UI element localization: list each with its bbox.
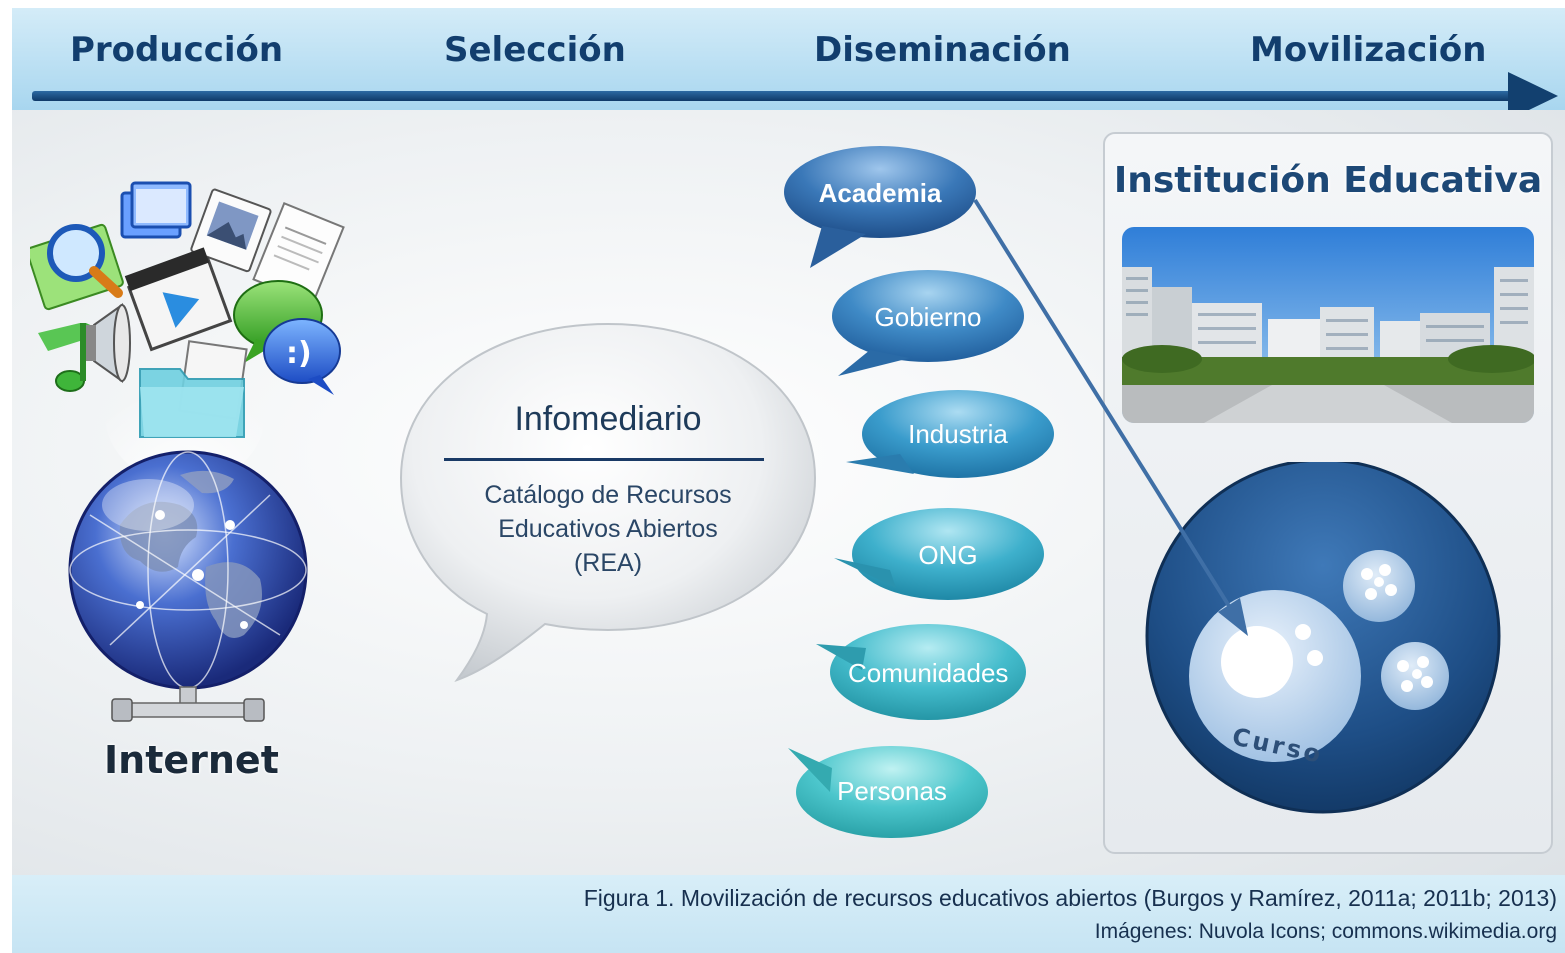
network-connector-icon bbox=[111, 686, 265, 722]
connector-line bbox=[973, 198, 1236, 616]
bubble-ong bbox=[834, 508, 1044, 600]
svg-text::): :) bbox=[286, 336, 312, 371]
speaker-icon bbox=[86, 303, 131, 383]
course-circle bbox=[1189, 590, 1361, 762]
infomediario-line: Educativos Abiertos bbox=[498, 515, 718, 543]
infomediario-body: Catálogo de Recursos Educativos Abiertos… bbox=[430, 478, 786, 580]
infomediario-title: Infomediario bbox=[514, 400, 702, 438]
stakeholder-bubbles bbox=[784, 146, 1054, 838]
infomediario-line: (REA) bbox=[573, 549, 643, 577]
small-group-circle bbox=[1381, 642, 1449, 710]
figure-caption: Figura 1. Movilización de recursos educa… bbox=[583, 885, 1557, 911]
campus-photo bbox=[1122, 227, 1534, 423]
bubble-academia bbox=[784, 146, 976, 268]
bubble-gobierno bbox=[832, 270, 1024, 376]
folder-icon bbox=[139, 340, 248, 438]
stakeholder-comunidades: Comunidades bbox=[848, 658, 1009, 688]
windows-icon bbox=[120, 181, 192, 239]
bubble-industria bbox=[846, 390, 1054, 478]
phase-diseminacion: Diseminación bbox=[814, 30, 1071, 70]
magnifier-icon bbox=[30, 223, 124, 311]
stakeholder-ong: ONG bbox=[918, 540, 978, 570]
timeline-arrow-shaft bbox=[32, 91, 1512, 101]
stakeholder-personas: Personas bbox=[837, 776, 947, 806]
picture-icon bbox=[190, 188, 272, 273]
phase-movilizacion: Movilización bbox=[1250, 30, 1487, 70]
infomediario-line: Catálogo de Recursos bbox=[484, 481, 732, 509]
document-icon bbox=[252, 202, 345, 305]
institution-title: Institución Educativa bbox=[1113, 160, 1543, 201]
arrow-head bbox=[1218, 598, 1248, 636]
internet-label: Internet bbox=[104, 738, 279, 782]
image-credits: Imágenes: Nuvola Icons; commons.wikimedi… bbox=[1094, 920, 1557, 943]
phase-seleccion: Selección bbox=[444, 30, 626, 70]
stakeholder-gobierno: Gobierno bbox=[874, 302, 982, 332]
phase-produccion: Producción bbox=[70, 30, 284, 70]
small-group-circle bbox=[1343, 550, 1415, 622]
infomediario-bubble bbox=[399, 322, 817, 683]
infomediario-divider bbox=[444, 458, 764, 461]
course-sphere: Curso bbox=[1145, 462, 1501, 814]
bubble-personas bbox=[788, 746, 988, 838]
stakeholder-academia: Academia bbox=[818, 178, 942, 208]
bubble-comunidades bbox=[816, 624, 1026, 720]
video-clapper-icon bbox=[124, 247, 233, 352]
globe-icon bbox=[68, 450, 308, 690]
stakeholder-industria: Industria bbox=[908, 419, 1008, 449]
chat-icon: :) bbox=[233, 280, 341, 395]
internet-illustration: :) bbox=[30, 181, 345, 722]
caption-band bbox=[12, 875, 1565, 953]
